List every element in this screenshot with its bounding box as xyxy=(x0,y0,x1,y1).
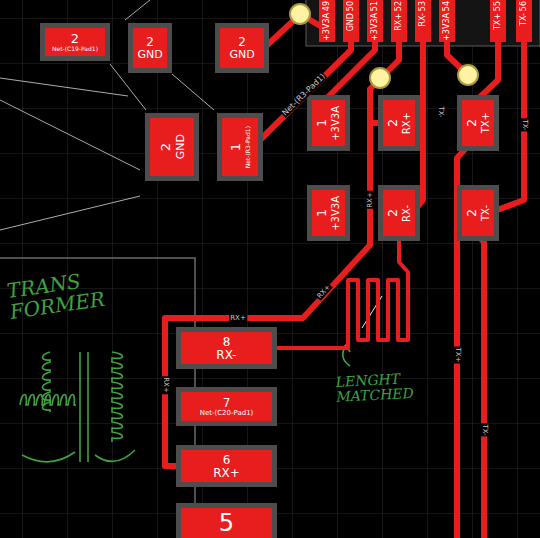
pad-label: Net-(R3-Pad1) xyxy=(245,126,251,168)
connector-pin: 53RX- xyxy=(415,0,431,42)
pad-label: 2 xyxy=(71,32,79,45)
pad-label: 1 xyxy=(316,209,328,217)
pad-label: 2 xyxy=(146,36,154,48)
connector-pin: 56TX- xyxy=(516,0,532,42)
pad-label: 51 xyxy=(371,1,379,11)
net-label: TX- xyxy=(481,423,488,436)
pad-label: GND xyxy=(347,13,355,31)
smd-pad: 8RX- xyxy=(181,332,272,364)
pad-label: 7 xyxy=(223,397,231,409)
pad-label: 55 xyxy=(494,1,502,11)
pad-label: 53 xyxy=(419,1,427,11)
pad-label: 2 xyxy=(238,36,246,48)
pad-label: 8 xyxy=(223,336,231,348)
pad-label: 1 xyxy=(229,143,242,151)
pad-label: GND xyxy=(137,49,162,60)
pad-label: +3V3A xyxy=(331,196,341,231)
pad-label: RX- xyxy=(419,13,427,27)
pad-label: GND xyxy=(175,134,186,159)
pad-label: Net-(C19-Pad1) xyxy=(52,46,98,52)
net-label: TX+ xyxy=(454,347,461,364)
pad-label: 49 xyxy=(323,1,331,11)
connector-pin: 54 +3V3A xyxy=(439,0,455,42)
smd-pad: 2RX+ xyxy=(383,100,415,146)
connector-pin: 55TX+ xyxy=(490,0,506,42)
ratsnest-lines xyxy=(0,0,214,230)
pad-label: RX- xyxy=(402,205,412,222)
pad-label: 2 xyxy=(387,209,399,217)
connector-pin: 49 +3V3A xyxy=(319,0,335,42)
pad-label: 52 xyxy=(395,1,403,11)
smd-pad: 7Net-(C20-Pad1) xyxy=(181,392,272,421)
connector-body xyxy=(306,0,540,46)
pad-label: 2 xyxy=(387,119,399,127)
pcb-trace xyxy=(165,123,383,466)
smd-pad: 1Net-(R3-Pad1) xyxy=(222,118,258,176)
pad-label: 2 xyxy=(466,209,478,217)
pad-label: +3V3A xyxy=(443,13,451,41)
smd-pad: 2GND xyxy=(133,28,167,68)
pad-label: TX- xyxy=(520,13,528,26)
pad-label: RX+ xyxy=(395,13,403,31)
pad-label: 2 xyxy=(159,143,172,151)
pad-label: Net-(C20-Pad1) xyxy=(200,410,254,417)
transformer-sketch xyxy=(20,352,135,462)
pad-label: 1 xyxy=(316,119,328,127)
smd-pad: 2TX+ xyxy=(462,100,494,146)
pad-label: +3V3A xyxy=(371,13,379,41)
pad-label: +3V3A xyxy=(331,106,341,141)
pad-label: GND xyxy=(229,49,254,60)
net-label: TX- xyxy=(437,105,444,118)
pad-label: 50 xyxy=(347,1,355,11)
pad-label: 56 xyxy=(520,1,528,11)
smd-pad: 1+3V3A xyxy=(312,190,345,236)
pcb-traces xyxy=(258,14,524,538)
pad-label: 5 xyxy=(219,511,234,535)
connector-pin: 50GND xyxy=(343,0,359,42)
handwritten-note: TRANS FORMER xyxy=(6,263,141,323)
smd-pad: 1+3V3A xyxy=(312,100,345,146)
connector-pin: 52RX+ xyxy=(391,0,407,42)
net-label: TX- xyxy=(521,118,528,131)
smd-pad: 2TX- xyxy=(462,190,494,236)
pad-label: TX+ xyxy=(481,112,491,133)
pad-label: RX- xyxy=(216,349,236,361)
net-label: RX+ xyxy=(229,315,247,322)
net-label: RX+ xyxy=(367,191,374,209)
smd-pad: 2RX- xyxy=(383,190,415,236)
connector-pin: 51 +3V3A xyxy=(367,0,383,42)
smd-pad: 2GND xyxy=(150,118,194,176)
net-label: RX+ xyxy=(316,283,333,301)
pad-label: RX+ xyxy=(213,467,240,479)
pcb-trace xyxy=(272,236,408,348)
pad-label: TX+ xyxy=(494,13,502,30)
smd-pad: 2GND xyxy=(220,28,264,68)
pad-label: 2 xyxy=(466,119,478,127)
smd-pad: 6RX+ xyxy=(181,450,272,482)
pad-label: +3V3A xyxy=(323,13,331,41)
pad-label: 54 xyxy=(443,1,451,11)
smd-pad: 5 xyxy=(181,508,272,538)
handwritten-note: LENGHT MATCHED xyxy=(335,369,446,404)
pad-label: 6 xyxy=(223,454,231,466)
pad-label: TX- xyxy=(481,205,491,221)
smd-pad: 2Net-(C19-Pad1) xyxy=(45,28,105,56)
pad-label: RX+ xyxy=(402,112,412,134)
net-label: RX+ xyxy=(162,376,169,394)
